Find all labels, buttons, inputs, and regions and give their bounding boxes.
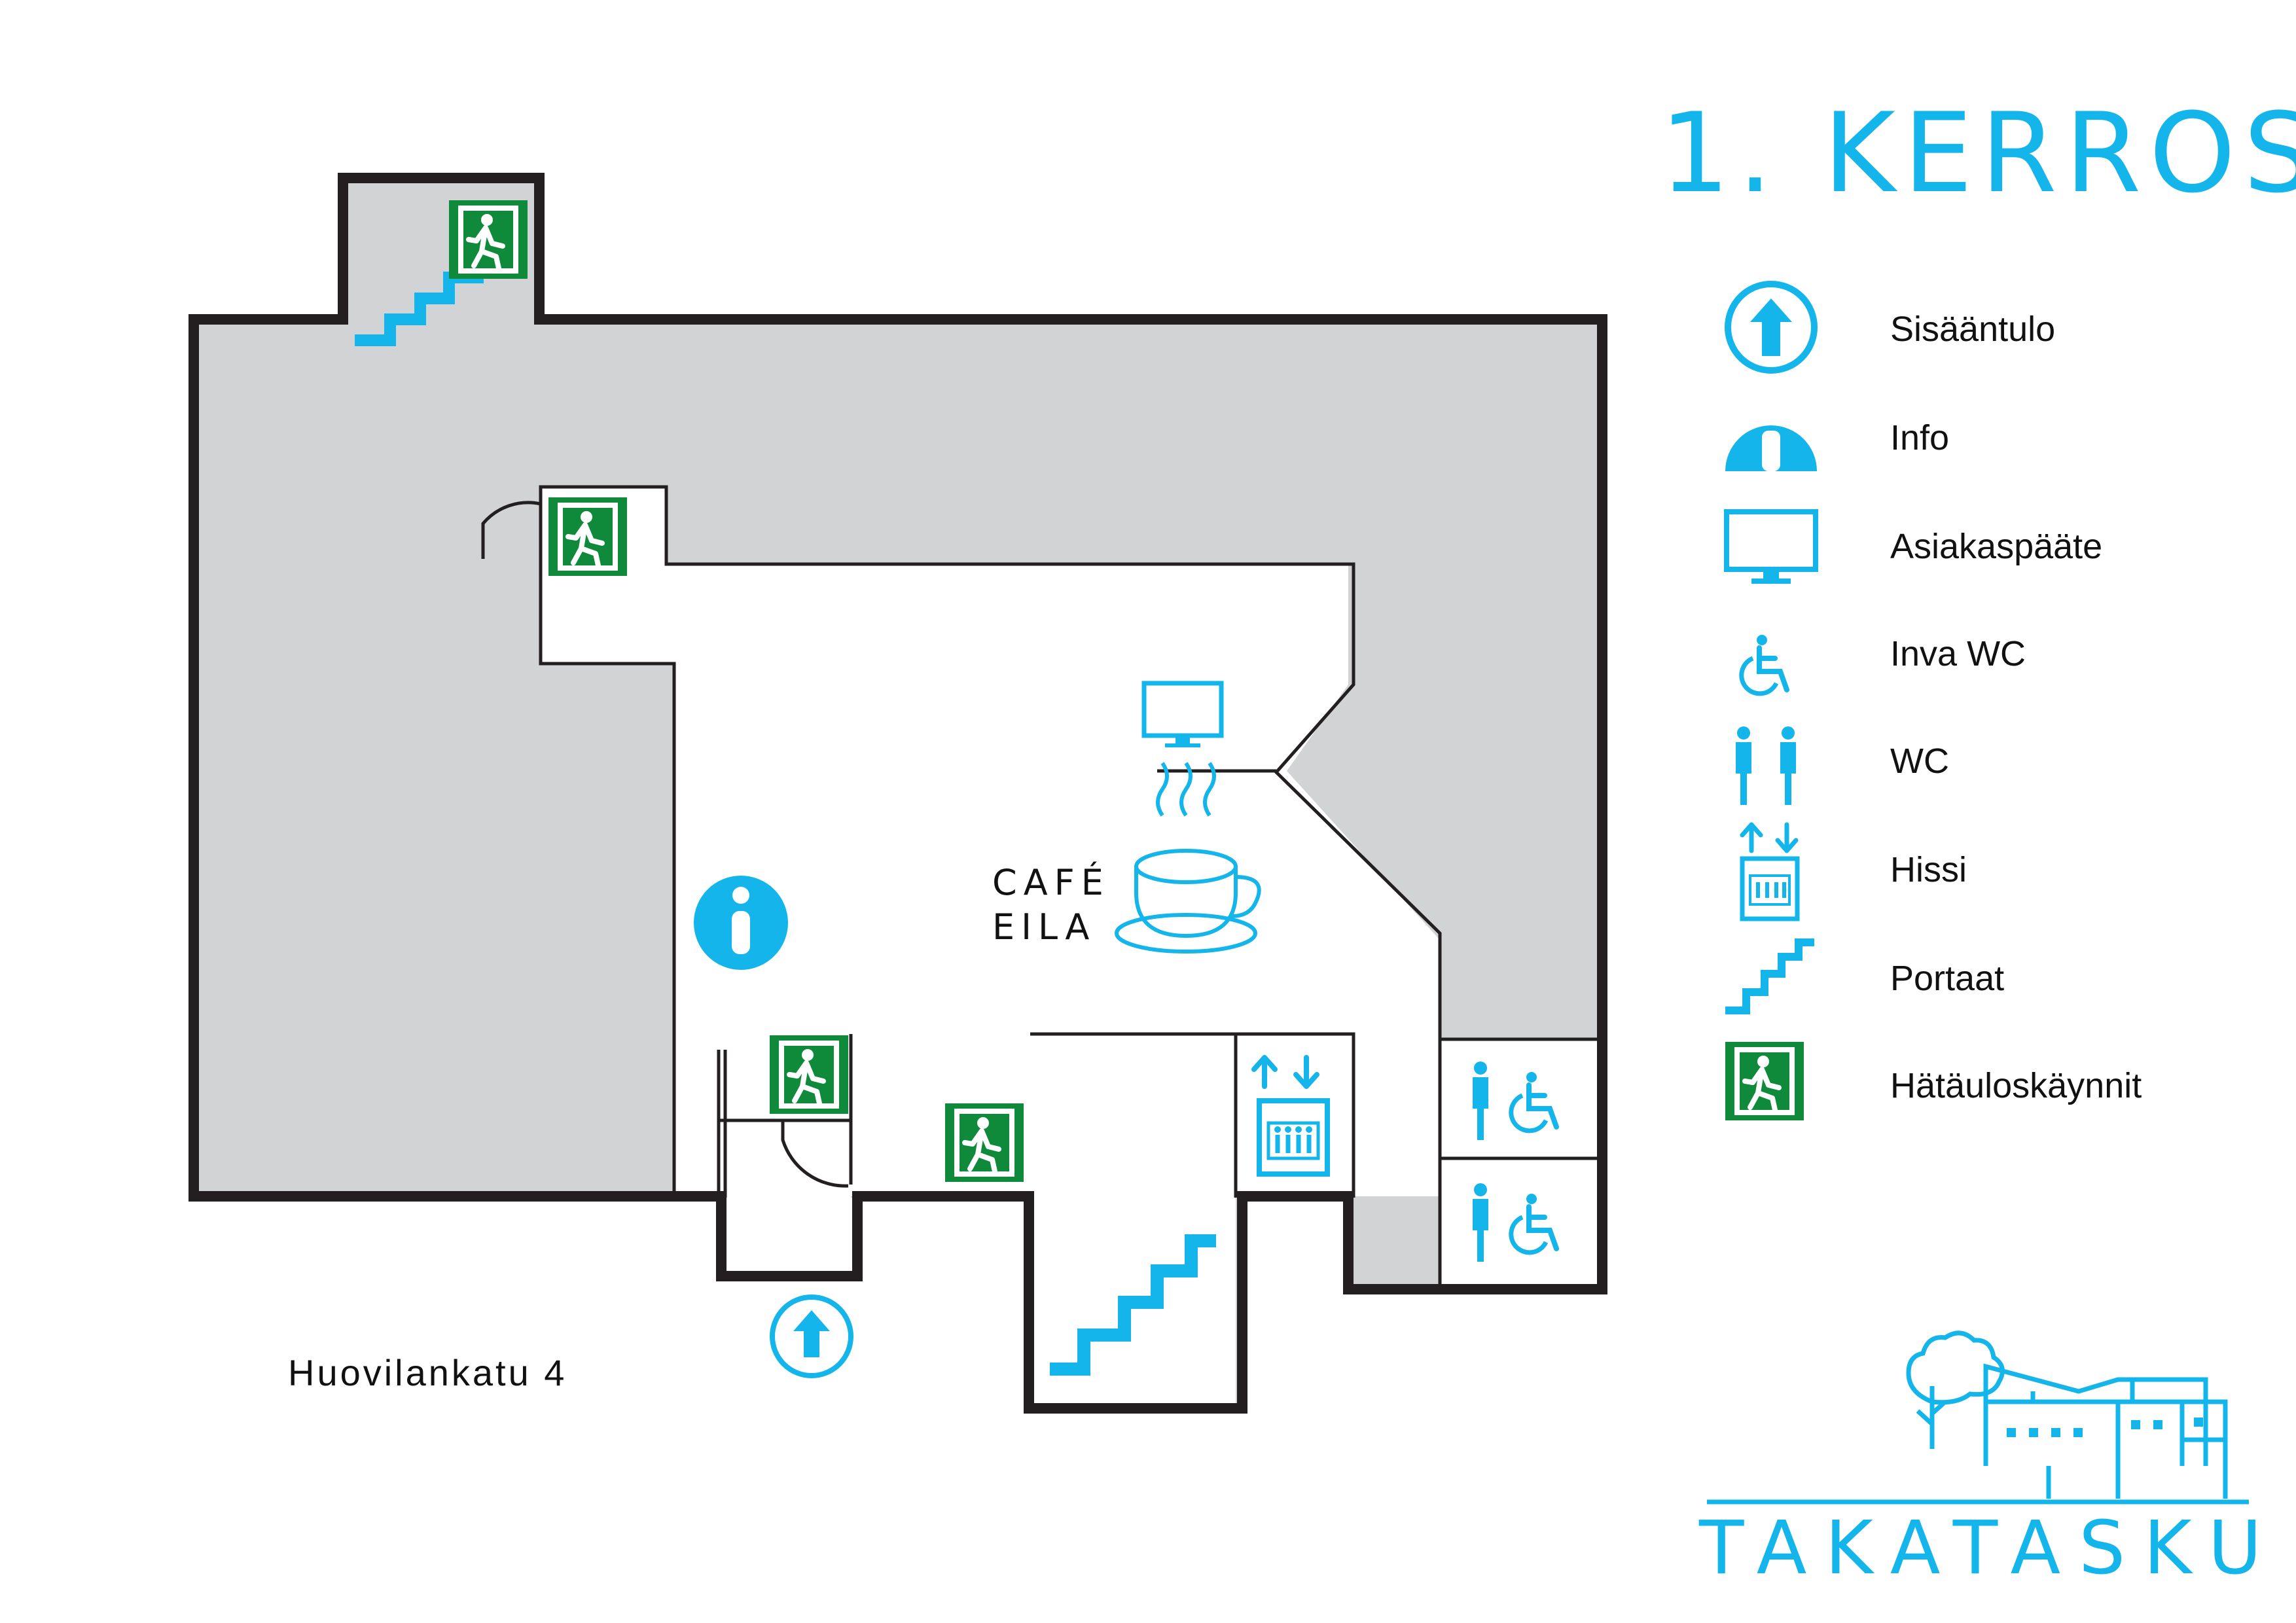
interior-wall	[1438, 1037, 1602, 1289]
legend-label: Sisääntulo	[1890, 310, 2056, 349]
elevator-icon	[1251, 1055, 1330, 1177]
legend-entrance-arrow-icon	[1725, 281, 1818, 374]
page-title: 1. KERROS	[1660, 89, 2296, 217]
cafe-name-line2: EILA	[992, 906, 1096, 948]
interior-wall	[1030, 1032, 1355, 1198]
legend-label: Portaat	[1890, 959, 2005, 998]
cafe-name-line1: CAFÉ	[992, 862, 1110, 903]
interior-wall	[717, 1034, 853, 1198]
legend-wheelchair-icon	[1742, 635, 1787, 694]
street-address: Huovilankatu 4	[288, 1352, 567, 1393]
legend-label: Hätäuloskäynnit	[1890, 1066, 2142, 1105]
emergency-exit-icon	[548, 497, 627, 576]
legend-emergency-exit-icon	[1725, 1042, 1804, 1120]
info-icon	[694, 876, 788, 970]
legend-stairs-icon	[1725, 938, 1814, 1014]
stair-hall	[1026, 1034, 1236, 1407]
exterior-wall	[188, 173, 1607, 1414]
legend-elevator-icon	[1740, 822, 1800, 921]
stairs-icon	[1050, 1234, 1216, 1376]
interior-wall	[539, 485, 1442, 1196]
legend-info-icon	[1725, 406, 1817, 471]
emergency-exit-icon	[945, 1103, 1024, 1182]
door-swing	[781, 1120, 849, 1188]
legend-label: Inva WC	[1890, 634, 2026, 673]
coffee-cup-icon	[1115, 762, 1261, 954]
emergency-exit-icon	[449, 200, 528, 279]
legend-wc-icon	[1736, 726, 1796, 805]
monitor-icon	[1141, 681, 1224, 747]
legend-label: Info	[1890, 418, 1950, 457]
legend-monitor-icon	[1724, 509, 1818, 584]
legend-label: Hissi	[1890, 850, 1967, 889]
brand-wordmark: TAKATASKU	[1699, 1506, 2280, 1591]
door-swing	[481, 501, 541, 559]
legend-label: WC	[1890, 741, 1949, 781]
toilet-block	[1440, 1039, 1597, 1289]
legend-label: Asiakaspääte	[1890, 527, 2103, 566]
entrance-arrow-icon	[770, 1294, 853, 1378]
interior-corridor	[541, 487, 1597, 1196]
takatasku-logo	[1707, 1330, 2249, 1505]
elevator-block	[1237, 1034, 1352, 1198]
emergency-exit-icon	[770, 1035, 848, 1114]
entrance-vestibule	[721, 1119, 851, 1275]
